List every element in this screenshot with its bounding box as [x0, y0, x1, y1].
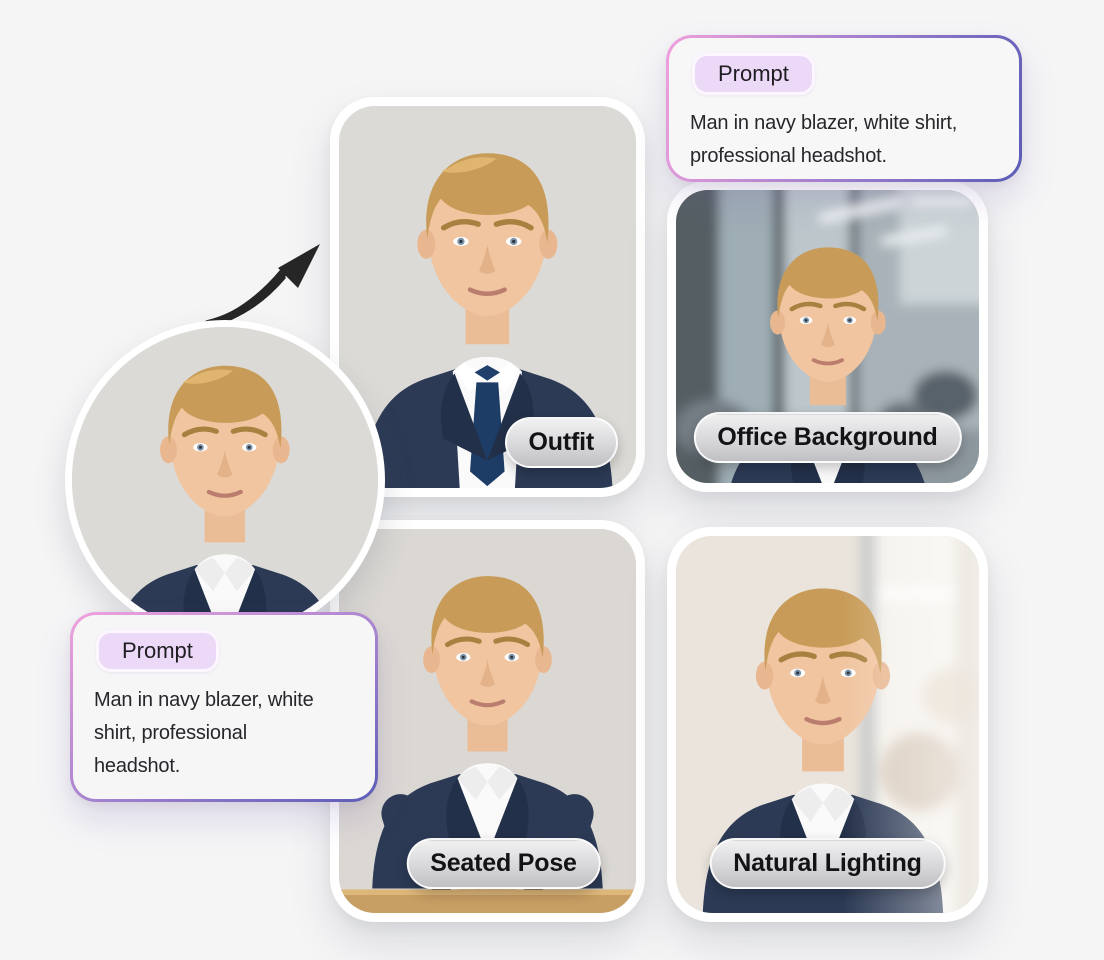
- result-card-office-background: Office Background: [667, 181, 988, 492]
- source-photo-circle: [65, 320, 385, 640]
- label-pill-office-background: Office Background: [693, 412, 962, 463]
- result-card-seated-pose: Seated Pose: [330, 520, 645, 922]
- source-photo: [72, 327, 378, 633]
- man-figure: [115, 365, 335, 633]
- result-card-outfit: Outfit: [330, 97, 645, 497]
- outfit-photo: Outfit: [339, 106, 636, 488]
- prompt-callout-bottom-left: Prompt Man in navy blazer, white shirt, …: [70, 612, 378, 802]
- prompt-callout-top-right: Prompt Man in navy blazer, white shirt, …: [666, 35, 1022, 182]
- prompt-badge: Prompt: [96, 630, 219, 672]
- curved-arrow-icon: [204, 244, 320, 328]
- seated-illustration: [339, 529, 636, 913]
- source-illustration: [72, 327, 378, 633]
- seated-pose-photo: Seated Pose: [339, 529, 636, 913]
- man-figure: [362, 153, 613, 488]
- office-background-photo: Office Background: [676, 190, 979, 483]
- label-pill-seated-pose: Seated Pose: [406, 838, 601, 889]
- table: [339, 889, 636, 913]
- prompt-text: Man in navy blazer, white shirt, profess…: [94, 689, 314, 777]
- label-pill-natural-lighting: Natural Lighting: [709, 838, 946, 889]
- label-pill-outfit: Outfit: [504, 417, 618, 468]
- prompt-text: Man in navy blazer, white shirt, profess…: [690, 112, 958, 167]
- prompt-badge: Prompt: [692, 53, 815, 95]
- natural-lighting-photo: Natural Lighting: [676, 536, 979, 913]
- result-card-natural-lighting: Natural Lighting: [667, 527, 988, 922]
